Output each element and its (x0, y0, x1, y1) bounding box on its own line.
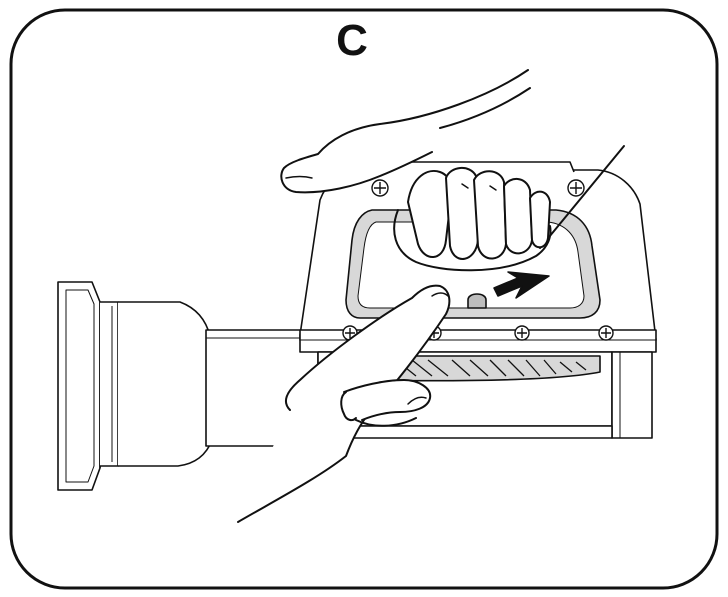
thumb (343, 379, 432, 421)
finger (503, 178, 533, 255)
latch-button (467, 293, 487, 309)
middle-finger-hint (355, 417, 417, 427)
screw-icon (598, 325, 614, 341)
index-finger (237, 284, 451, 523)
forearm-line (539, 145, 625, 249)
device-end-cap (611, 351, 653, 439)
top-hand (280, 69, 531, 194)
finger (529, 190, 551, 249)
hand-back (393, 209, 552, 272)
device-neck (100, 301, 119, 467)
screw-icon (567, 179, 585, 197)
top-hand-outline (280, 69, 529, 194)
pressing-hand (237, 284, 451, 523)
direction-arrow-icon (493, 271, 550, 299)
screw-icon (514, 325, 530, 341)
step-label: C (336, 16, 368, 65)
device (57, 161, 657, 491)
finger (473, 170, 507, 260)
gripping-hand (393, 145, 625, 272)
screw-icon (371, 179, 389, 197)
